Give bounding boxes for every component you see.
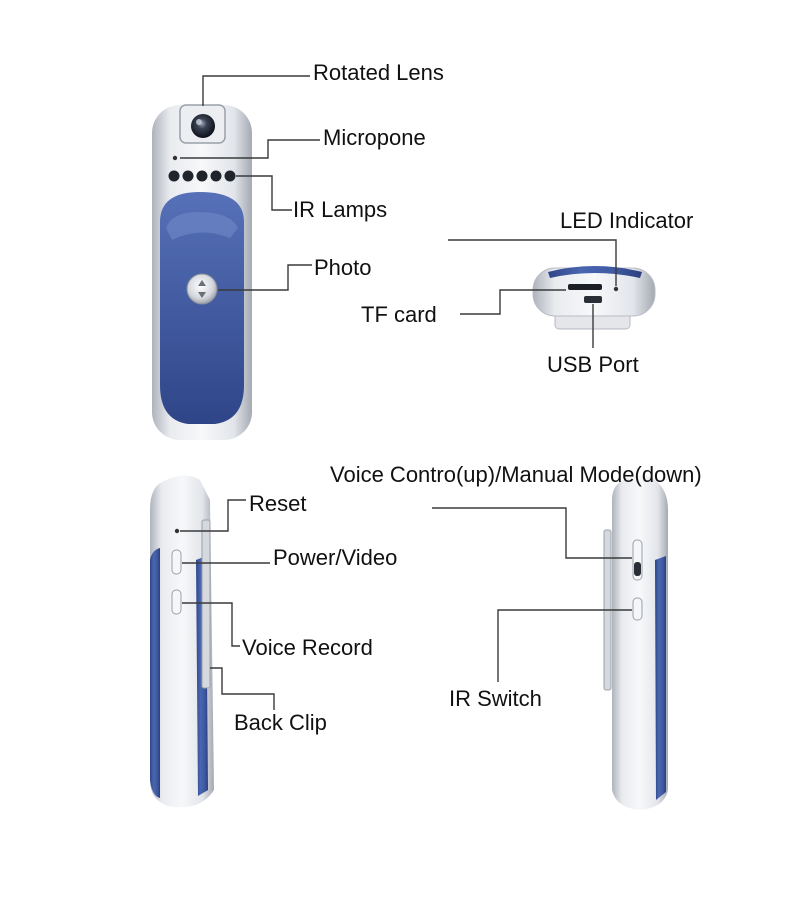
label-ir-switch: IR Switch — [449, 686, 542, 711]
front-blue-panel — [160, 192, 244, 424]
label-back-clip: Back Clip — [234, 710, 327, 735]
voice-record-button — [171, 589, 182, 615]
back-clip-line — [210, 667, 275, 710]
label-reset: Reset — [249, 491, 307, 516]
right-side-body — [612, 475, 668, 810]
voice-record-line — [182, 602, 240, 647]
ir-lamp — [168, 170, 180, 182]
label-led-indicator: LED Indicator — [560, 208, 694, 233]
label-voice-control: Voice Contro(up)/Manual Mode(down) — [330, 462, 702, 487]
ir-lamps-row — [168, 170, 236, 182]
label-tf-card: TF card — [361, 302, 437, 327]
photo-line — [218, 264, 312, 291]
photo-button-arrows-icon — [198, 280, 206, 298]
label-rotated-lens: Rotated Lens — [313, 60, 444, 85]
tf-card-slot — [568, 284, 602, 290]
ir-lamps-line — [236, 175, 292, 211]
left-side-view-device — [150, 475, 214, 808]
reset-hole — [174, 528, 180, 534]
top-blue-edge — [548, 266, 642, 278]
label-photo: Photo — [314, 255, 372, 280]
ir-lamp — [224, 170, 236, 182]
lens-icon — [191, 114, 215, 138]
left-side-blue-stripe — [150, 548, 160, 798]
label-power-video: Power/Video — [273, 545, 398, 570]
right-side-blue-stripe — [655, 556, 666, 800]
right-side-view-device — [603, 475, 668, 810]
microphone-line — [180, 139, 320, 159]
led-indicator-line — [448, 239, 617, 286]
microphone-hole — [172, 155, 178, 161]
front-view-device — [152, 104, 252, 440]
tf-card-line — [460, 289, 566, 315]
label-ir-lamps: IR Lamps — [293, 197, 388, 222]
label-usb-port: USB Port — [547, 352, 639, 377]
lens-glint — [196, 119, 202, 125]
front-blue-panel-highlight — [166, 212, 238, 240]
ir-switch-button — [632, 597, 643, 621]
leader-lines — [180, 75, 632, 710]
ir-lamp — [196, 170, 208, 182]
power-video-button — [171, 549, 182, 575]
label-microphone: Micropone — [323, 125, 426, 150]
reset-line — [180, 499, 246, 532]
mode-switch-knob — [634, 562, 641, 576]
ir-lamp — [210, 170, 222, 182]
voice-control-line — [432, 507, 632, 559]
top-view-device — [532, 266, 656, 330]
rotated-lens-line — [202, 75, 310, 106]
back-clip — [201, 519, 211, 689]
photo-button — [186, 273, 218, 305]
label-voice-record: Voice Record — [242, 635, 373, 660]
ir-lamp — [182, 170, 194, 182]
usb-port — [584, 296, 602, 303]
led-indicator-dot — [613, 286, 619, 292]
ir-switch-line — [497, 609, 632, 682]
